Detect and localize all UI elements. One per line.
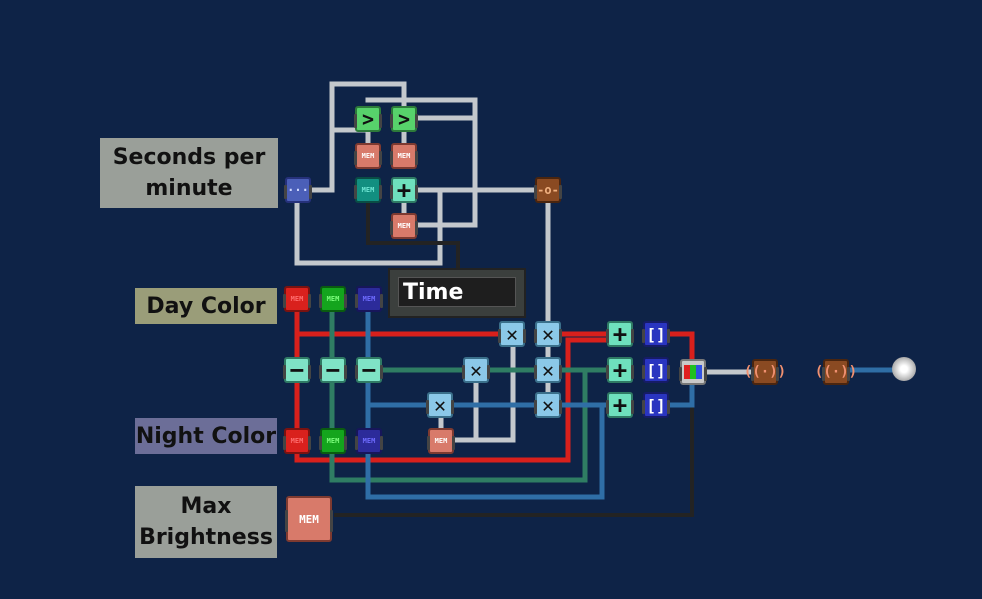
- minus-icon: −: [361, 356, 377, 384]
- night-blue-memory[interactable]: MEM: [355, 428, 383, 454]
- label-seconds-per-minute: Seconds per minute: [100, 138, 278, 208]
- memory-icon: MEM: [326, 295, 340, 303]
- greater-than-chip-2[interactable]: >: [390, 106, 418, 132]
- plus-icon: +: [612, 391, 628, 419]
- constant-chip[interactable]: ···: [284, 177, 312, 203]
- multiply-icon: ✕: [433, 393, 447, 417]
- multiply-chip[interactable]: ✕: [534, 321, 562, 347]
- constant-icon: ···: [287, 183, 309, 197]
- wireless-receiver[interactable]: ((·)): [815, 359, 857, 385]
- label-night-color: Night Color: [135, 418, 277, 454]
- memory-icon: MEM: [361, 186, 375, 194]
- memory-icon: MEM: [362, 295, 376, 303]
- memory-chip[interactable]: MEM: [390, 213, 418, 239]
- multiply-icon: ✕: [505, 322, 519, 346]
- rgb-combiner-chip[interactable]: [679, 359, 707, 385]
- bracket-icon: []: [646, 360, 666, 380]
- minus-icon: −: [325, 356, 341, 384]
- night-red-memory[interactable]: MEM: [283, 428, 311, 454]
- memory-icon: MEM: [362, 437, 376, 445]
- memory-icon: MEM: [290, 295, 304, 303]
- rgb-blue-bar: [696, 365, 702, 379]
- blue-wires: [365, 307, 895, 500]
- multiply-chip[interactable]: ✕: [534, 357, 562, 383]
- memory-icon: MEM: [290, 437, 304, 445]
- greater-than-icon: >: [397, 107, 411, 131]
- green-wires: [329, 307, 608, 483]
- multiply-icon: ✕: [469, 358, 483, 382]
- subtract-chip-blue[interactable]: −: [355, 356, 383, 384]
- multiply-icon: ✕: [541, 393, 555, 417]
- time-display[interactable]: Time: [388, 268, 526, 318]
- memory-icon: MEM: [397, 152, 411, 160]
- rgb-green-bar: [690, 365, 696, 379]
- clamp-chip-green[interactable]: []: [642, 357, 670, 383]
- multiply-icon: ✕: [541, 358, 555, 382]
- night-green-memory[interactable]: MEM: [319, 428, 347, 454]
- multiply-chip[interactable]: ✕: [534, 392, 562, 418]
- add-chip-red[interactable]: +: [606, 320, 634, 348]
- plus-icon: +: [396, 176, 412, 204]
- add-chip[interactable]: +: [390, 176, 418, 204]
- day-blue-memory[interactable]: MEM: [355, 286, 383, 312]
- bracket-icon: []: [646, 324, 666, 344]
- memory-chip-teal[interactable]: MEM: [354, 177, 382, 203]
- memory-icon: MEM: [434, 437, 448, 445]
- day-red-memory[interactable]: MEM: [283, 286, 311, 312]
- multiply-chip[interactable]: ✕: [426, 392, 454, 418]
- clamp-chip-red[interactable]: []: [642, 321, 670, 347]
- greater-than-chip-1[interactable]: >: [354, 106, 382, 132]
- label-max-brightness: Max Brightness: [135, 486, 277, 558]
- greater-than-icon: >: [361, 107, 375, 131]
- memory-chip[interactable]: MEM: [390, 143, 418, 169]
- day-green-memory[interactable]: MEM: [319, 286, 347, 312]
- subtract-chip-red[interactable]: −: [283, 356, 311, 384]
- time-display-text: Time: [398, 277, 516, 307]
- max-brightness-memory[interactable]: MEM: [285, 496, 333, 542]
- memory-chip[interactable]: MEM: [354, 143, 382, 169]
- minus-icon: −: [289, 356, 305, 384]
- switch-icon: -o-: [537, 183, 559, 197]
- rgb-red-bar: [684, 365, 690, 379]
- memory-icon: MEM: [361, 152, 375, 160]
- light-bulb[interactable]: [892, 357, 916, 381]
- wifi-icon: ((·)): [743, 364, 787, 380]
- clamp-chip-blue[interactable]: []: [642, 392, 670, 418]
- switch-chip[interactable]: -o-: [534, 177, 562, 203]
- memory-icon: MEM: [299, 512, 319, 526]
- memory-chip[interactable]: MEM: [427, 428, 455, 454]
- memory-icon: MEM: [326, 437, 340, 445]
- plus-icon: +: [612, 356, 628, 384]
- black-wires: [334, 198, 694, 517]
- wifi-icon: ((·)): [814, 364, 858, 380]
- wireless-transmitter[interactable]: ((·)): [744, 359, 786, 385]
- multiply-icon: ✕: [541, 322, 555, 346]
- multiply-chip[interactable]: ✕: [498, 321, 526, 347]
- add-chip-green[interactable]: +: [606, 356, 634, 384]
- memory-icon: MEM: [397, 222, 411, 230]
- label-day-color: Day Color: [135, 288, 277, 324]
- subtract-chip-green[interactable]: −: [319, 356, 347, 384]
- grey-wires: [294, 81, 755, 443]
- bracket-icon: []: [646, 395, 666, 415]
- plus-icon: +: [612, 320, 628, 348]
- add-chip-blue[interactable]: +: [606, 391, 634, 419]
- multiply-chip[interactable]: ✕: [462, 357, 490, 383]
